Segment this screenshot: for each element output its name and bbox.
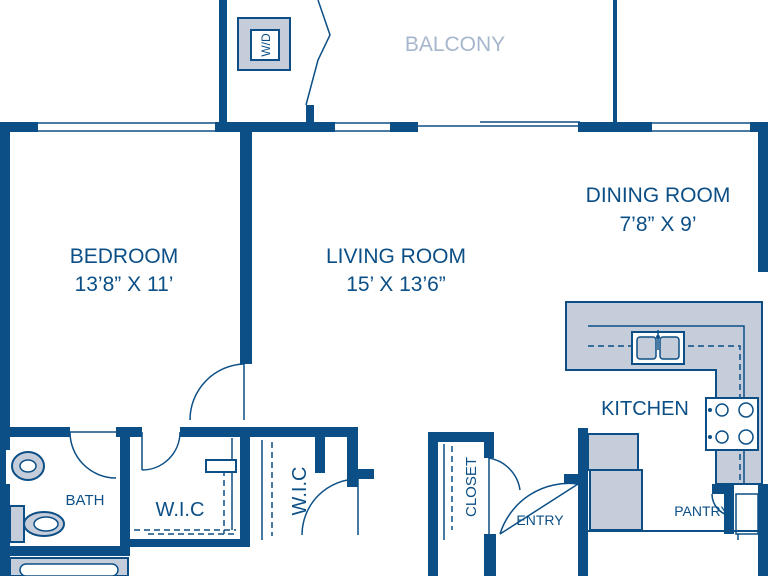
bedroom-living-wall — [240, 128, 252, 364]
bath-bottom-wall — [0, 546, 130, 556]
bath-wic-divider — [120, 427, 130, 547]
washer-dryer-label: W/D — [259, 33, 273, 57]
hall-wic-stub — [315, 437, 325, 473]
living-room-label: LIVING ROOM — [326, 245, 466, 268]
toilet — [9, 505, 65, 543]
refrigerator — [587, 433, 643, 531]
right-wall-lower — [758, 484, 768, 576]
pantry-outline — [735, 493, 759, 535]
walls — [0, 122, 768, 576]
bedroom-wic-label: W.I.C — [156, 499, 205, 521]
top-wall-balcony-door — [390, 122, 418, 132]
top-wall-left — [0, 122, 38, 132]
left-wall — [0, 122, 10, 576]
entry-label: ENTRY — [516, 512, 564, 528]
pantry-top-wall — [712, 484, 734, 494]
right-wall-upper — [758, 122, 768, 272]
balcony-label: BALCONY — [405, 33, 505, 56]
bedroom-size: 13’8” X 11’ — [75, 273, 174, 296]
hall-wic-label: W.I.C — [289, 467, 311, 516]
bathtub — [9, 557, 129, 576]
closet-bottom-stub — [484, 534, 496, 576]
washer-dryer: W/D — [237, 17, 291, 71]
closet-right-wall — [484, 432, 494, 458]
windows — [38, 121, 761, 272]
kitchen-left-wall — [578, 428, 588, 576]
kitchen-label: KITCHEN — [601, 398, 689, 420]
entry-stub — [564, 474, 588, 484]
dining-room-size: 7’8” X 9’ — [619, 213, 696, 236]
bath-label: BATH — [66, 492, 105, 509]
kitchen-sink — [631, 330, 685, 365]
living-room-size: 15’ X 13’6” — [346, 273, 446, 296]
bath-sink — [6, 450, 46, 484]
balcony-area — [219, 0, 617, 128]
wic-divider-wall — [240, 427, 250, 546]
stove — [705, 397, 759, 451]
closet-top-wall — [428, 432, 494, 442]
wic-bottom-wall — [130, 539, 250, 547]
hall-wic-right-wall — [347, 427, 358, 487]
dining-room-label: DINING ROOM — [586, 184, 731, 207]
kitchen-base-line — [588, 530, 758, 532]
bedroom-label: BEDROOM — [70, 245, 179, 268]
hall-wic-top-wall — [250, 427, 358, 437]
hall-wic-stub-h — [358, 469, 374, 479]
hanging-rods — [231, 438, 445, 540]
wic-top-wall — [180, 427, 258, 437]
closet-left-wall — [428, 432, 438, 576]
doors — [69, 363, 735, 536]
top-wall-right — [578, 122, 652, 132]
wic-stub-box — [205, 459, 237, 473]
bath-top-wall-left — [0, 427, 70, 437]
pantry-side-wall — [724, 484, 734, 534]
pantry-label: PANTRY — [674, 503, 730, 519]
top-wall-mid — [215, 122, 335, 132]
closet-label: CLOSET — [463, 457, 480, 517]
